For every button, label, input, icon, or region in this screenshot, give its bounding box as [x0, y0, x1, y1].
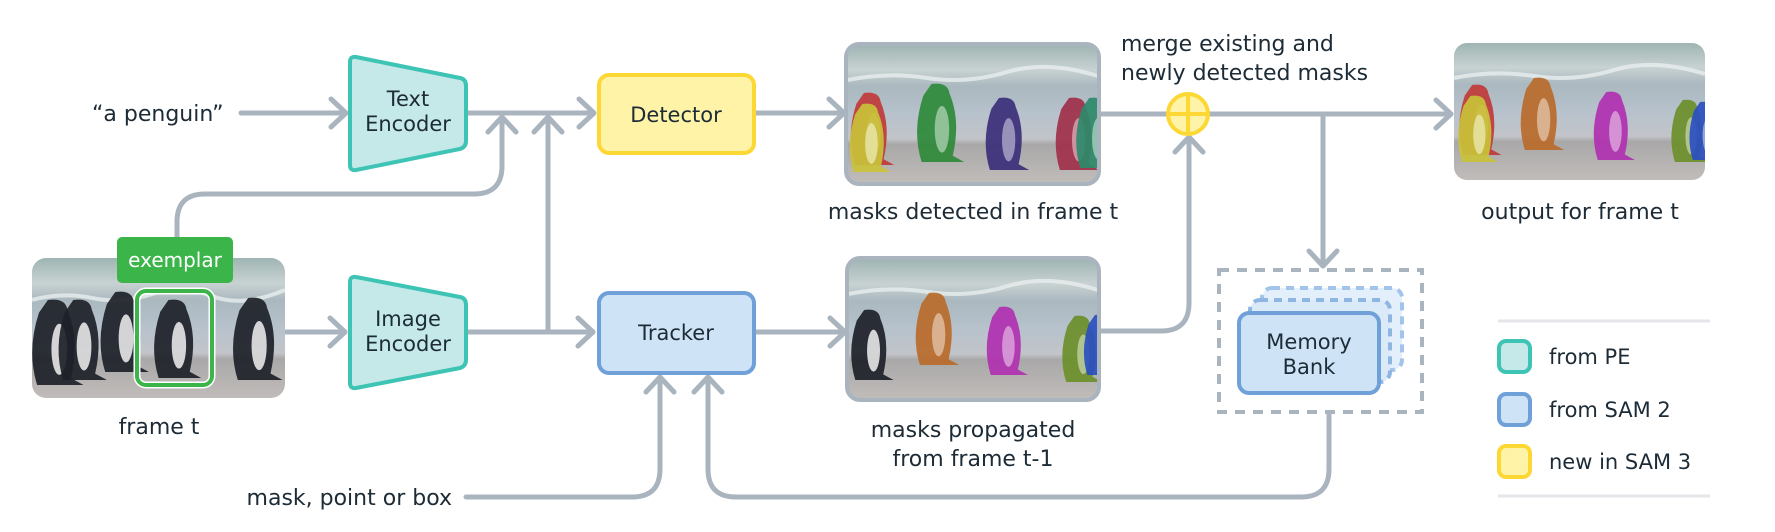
exemplar-tag-label: exemplar	[128, 248, 222, 272]
tracker-label: Tracker	[637, 321, 714, 345]
memory-bank-dashed-frame	[1217, 268, 1424, 414]
detector-module: Detector	[597, 73, 756, 155]
merge-caption-line1: merge existing and	[1121, 32, 1334, 57]
masked-penguin	[1520, 77, 1565, 150]
arrowhead	[575, 315, 596, 349]
penguin	[58, 299, 107, 380]
arrowhead	[1306, 248, 1340, 269]
legend-item-sam2: from SAM 2	[1497, 392, 1671, 427]
penguin	[154, 299, 202, 378]
text-encoder-label-line2: Encoder	[365, 112, 451, 136]
masks-propagated-image	[845, 256, 1101, 402]
arrowhead	[327, 315, 348, 349]
image-encoder-label-line1: Image	[375, 307, 441, 331]
masked-penguin	[985, 97, 1030, 170]
masks-detected-image	[844, 42, 1101, 186]
memory-bank-module: Memory Bank	[1217, 268, 1424, 414]
output-caption: output for frame t	[1481, 200, 1679, 225]
arrowhead	[1172, 134, 1206, 155]
image-encoder-shape	[348, 274, 468, 391]
image-border	[844, 42, 1101, 186]
arrowhead	[691, 374, 725, 395]
arrowhead	[485, 114, 519, 135]
detector-label: Detector	[630, 103, 722, 127]
tracker-module: Tracker	[597, 291, 756, 375]
text-encoder-module: Text Encoder	[348, 54, 468, 173]
legend-label-sam3: new in SAM 3	[1549, 450, 1691, 474]
text-encoder-shape	[348, 54, 468, 173]
masks-propagated-caption-line1: masks propagated	[871, 418, 1076, 443]
masked-penguin	[849, 103, 891, 172]
frame-t-caption: frame t	[119, 415, 200, 440]
arrow-prompt-to-tracker	[463, 375, 663, 500]
exemplar-box	[135, 289, 214, 387]
legend-label-sam2: from SAM 2	[1549, 398, 1671, 422]
arrowhead	[1433, 97, 1454, 131]
legend-swatch-sam3	[1497, 444, 1532, 479]
detector-box	[597, 73, 756, 155]
arrowhead	[328, 96, 349, 130]
penguin	[851, 309, 894, 380]
penguin	[233, 297, 283, 380]
masks-propagated-caption-line2: from frame t-1	[893, 447, 1054, 472]
memory-card-front	[1237, 311, 1381, 395]
merge-operator	[1166, 92, 1210, 136]
legend-label-pe: from PE	[1549, 345, 1630, 369]
masked-penguin	[1083, 314, 1098, 375]
image-encoder-module: Image Encoder	[348, 274, 468, 391]
masked-penguin	[1458, 95, 1499, 162]
masked-penguin	[986, 306, 1028, 375]
legend-item-pe: from PE	[1497, 339, 1630, 374]
image-encoder-label-line2: Encoder	[365, 332, 451, 356]
legend-item-sam3: new in SAM 3	[1497, 444, 1691, 479]
visual-prompt-label: mask, point or box	[247, 486, 452, 511]
arrow-propagated-to-merge	[1098, 135, 1192, 334]
output-image	[1454, 43, 1705, 180]
exemplar-tag	[117, 237, 233, 283]
arrowhead	[643, 374, 677, 395]
arrow-exemplar-to-detector	[174, 115, 505, 240]
image-border	[845, 256, 1101, 402]
arrowhead	[531, 114, 565, 135]
arrow-memory-to-tracker	[705, 375, 1332, 500]
memory-bank-label-line1: Memory	[1266, 330, 1351, 354]
text-prompt-label: “a penguin”	[92, 102, 223, 127]
text-encoder-label-line1: Text	[386, 87, 429, 111]
masked-penguin	[1593, 91, 1635, 160]
masks-detected-caption: masks detected in frame t	[828, 200, 1119, 225]
masked-penguin	[917, 83, 965, 163]
connectors	[174, 96, 1454, 500]
frame-t-image: exemplar	[32, 237, 285, 398]
masked-penguin	[1689, 101, 1705, 160]
tracker-box	[597, 291, 756, 375]
memory-bank-label-line2: Bank	[1283, 355, 1337, 379]
arrowhead	[576, 96, 597, 130]
merge-caption-line2: newly detected masks	[1121, 61, 1368, 86]
masked-penguin	[915, 292, 960, 366]
legend: from PE from SAM 2 new in SAM 3	[1497, 319, 1710, 498]
legend-swatch-pe	[1497, 339, 1532, 374]
legend-swatch-sam2	[1497, 392, 1532, 427]
